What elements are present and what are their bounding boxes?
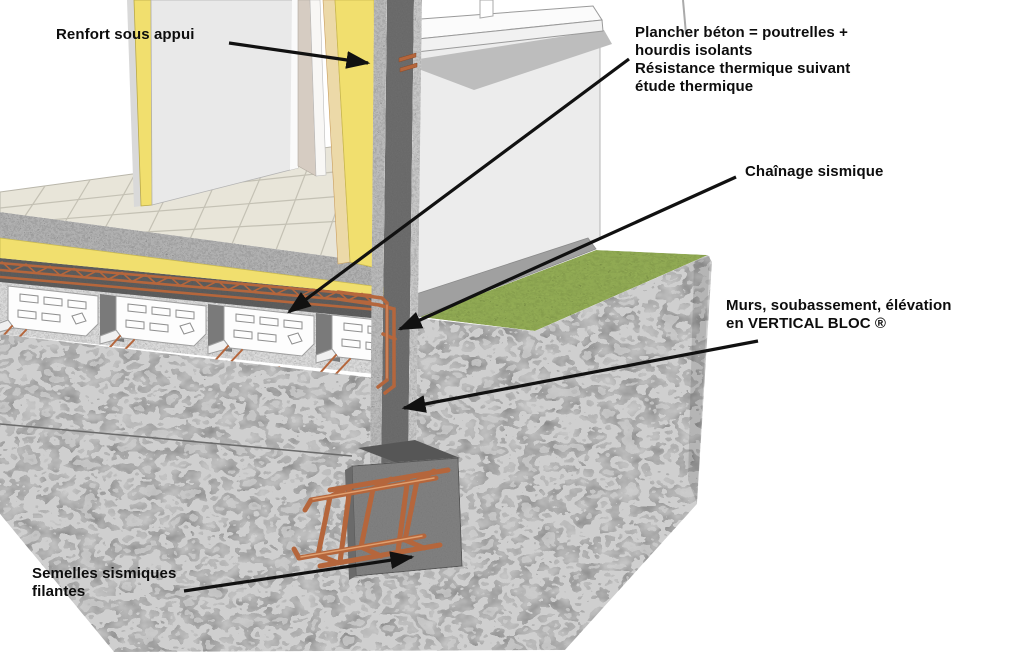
label-text: Renfort sous appui xyxy=(56,26,195,43)
leader-arrow-semelles xyxy=(183,551,415,593)
gravel-soil-block xyxy=(0,255,712,652)
label-text: Chaînage sismique xyxy=(745,163,884,180)
label-plancher-beton: Plancher béton = poutrelles + hourdis is… xyxy=(635,24,850,96)
rebar-highlight xyxy=(300,477,435,558)
label-line: en VERTICAL BLOC ® xyxy=(726,315,887,332)
label-chainage-sismique: Chaînage sismique xyxy=(745,163,883,181)
screed-band xyxy=(0,212,390,290)
leader-arrows xyxy=(183,41,759,593)
wall-corner-edge xyxy=(682,0,687,35)
footing-rebar-cage xyxy=(291,467,451,569)
leader-arrow-plancher xyxy=(287,57,630,314)
vertical-bloc-core xyxy=(381,0,414,470)
gravel-ledge-edge xyxy=(0,423,353,457)
label-line: Plancher béton = poutrelles + xyxy=(635,24,848,41)
label-line: hourdis isolants xyxy=(635,42,753,59)
label-line: étude thermique xyxy=(635,78,754,95)
leader-arrow-chainage xyxy=(397,175,737,331)
panel-edge-strip xyxy=(127,0,141,207)
wall-speckle-left xyxy=(370,0,387,470)
renfort-sous-appui-bars xyxy=(398,52,418,73)
ground-gravel xyxy=(0,255,712,652)
leader-arrow-murs xyxy=(401,339,759,413)
panel-highlight xyxy=(290,0,298,170)
window-jamb-right xyxy=(479,0,494,19)
label-line: Murs, soubassement, élévation xyxy=(726,297,952,314)
label-line: filantes xyxy=(32,583,86,600)
grass-surface xyxy=(420,250,708,331)
label-line: Semelles sismiques xyxy=(32,565,177,582)
label-murs-vertical-bloc: Murs, soubassement, élévation en VERTICA… xyxy=(726,297,951,333)
label-semelles-sismiques: Semelles sismiques filantes xyxy=(32,565,176,601)
label-renfort-sous-appui: Renfort sous appui xyxy=(56,26,194,44)
label-line: Résistance thermique suivant xyxy=(635,60,851,77)
left-wall-panel xyxy=(127,0,327,207)
wall-speckle-right xyxy=(408,0,422,470)
gravel-right-face-shade xyxy=(688,256,710,503)
reveal-strip-white xyxy=(309,0,327,177)
sill-shadow xyxy=(400,30,612,90)
chainage-rebar xyxy=(336,290,397,395)
leader-arrow-renfort xyxy=(228,41,371,69)
